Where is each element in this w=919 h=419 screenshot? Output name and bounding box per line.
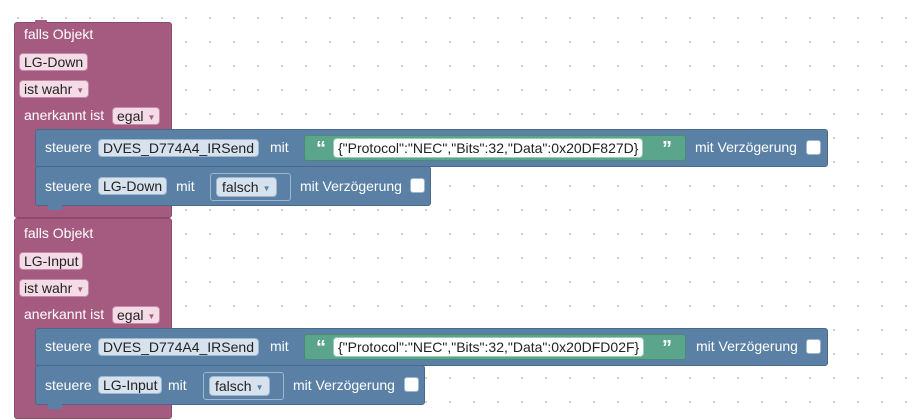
delay-checkbox[interactable] [806, 140, 821, 155]
with-label: mit [270, 139, 289, 155]
ack-dropdown[interactable]: egal▼ [112, 107, 161, 125]
input-connector [205, 178, 209, 192]
target-object-field[interactable]: DVES_D774A4_IRSend [98, 139, 259, 157]
condition-label: falls Objekt [24, 225, 94, 241]
chevron-down-icon: ▼ [76, 85, 85, 95]
chevron-down-icon: ▼ [147, 311, 156, 321]
action-verb: steuere [45, 377, 92, 393]
state-dropdown-label: ist wahr [24, 81, 73, 97]
ack-label: anerkannt ist [24, 306, 105, 322]
delay-label: mit Verzögerung [695, 139, 797, 155]
delay-label: mit Verzögerung [300, 178, 402, 194]
quote-open-icon: “ [316, 138, 326, 160]
object-name-field[interactable]: LG-Input [19, 252, 84, 270]
with-label: mit [176, 178, 195, 194]
quote-close-icon: ” [662, 337, 672, 359]
block-connector-tab [35, 20, 47, 26]
condition-label: falls Objekt [24, 26, 94, 42]
ack-label: anerkannt ist [24, 107, 105, 123]
action-verb: steuere [45, 139, 92, 155]
target-object-field[interactable]: DVES_D774A4_IRSend [98, 338, 259, 356]
input-connector [298, 340, 302, 354]
boolean-dropdown[interactable]: falsch▼ [209, 376, 270, 396]
with-label: mit [270, 338, 289, 354]
input-connector [298, 141, 302, 155]
delay-label: mit Verzögerung [293, 377, 395, 393]
quote-open-icon: “ [316, 337, 326, 359]
target-object-field[interactable]: LG-Input [98, 376, 163, 394]
boolean-value-block[interactable] [210, 173, 291, 201]
chevron-down-icon: ▼ [147, 112, 156, 122]
chevron-down-icon: ▼ [255, 382, 264, 392]
delay-checkbox[interactable] [410, 178, 425, 193]
with-label: mit [168, 377, 187, 393]
state-dropdown[interactable]: ist wahr▼ [19, 279, 90, 297]
delay-label: mit Verzögerung [696, 338, 798, 354]
boolean-dropdown-label: falsch [215, 378, 252, 394]
delay-checkbox[interactable] [404, 377, 419, 392]
text-value-field[interactable]: {"Protocol":"NEC","Bits":32,"Data":0x20D… [333, 337, 645, 357]
quote-close-icon: ” [662, 138, 672, 160]
block-connector-tab [48, 205, 62, 210]
state-dropdown-label: ist wahr [24, 280, 73, 296]
ack-dropdown-label: egal [117, 307, 144, 323]
delay-checkbox[interactable] [806, 339, 821, 354]
block-connector-tab [48, 404, 62, 409]
action-verb: steuere [45, 338, 92, 354]
ack-dropdown-label: egal [117, 108, 144, 124]
chevron-down-icon: ▼ [262, 183, 271, 193]
ack-dropdown[interactable]: egal▼ [112, 306, 161, 324]
boolean-value-block[interactable] [203, 372, 284, 400]
boolean-dropdown-label: falsch [222, 179, 259, 195]
boolean-dropdown[interactable]: falsch▼ [216, 177, 277, 197]
object-name-field[interactable]: LG-Down [19, 53, 89, 71]
action-verb: steuere [45, 178, 92, 194]
state-dropdown[interactable]: ist wahr▼ [19, 80, 90, 98]
target-object-field[interactable]: LG-Down [98, 177, 168, 195]
text-value-field[interactable]: {"Protocol":"NEC","Bits":32,"Data":0x20D… [333, 138, 644, 158]
chevron-down-icon: ▼ [76, 284, 85, 294]
input-connector [198, 377, 202, 391]
